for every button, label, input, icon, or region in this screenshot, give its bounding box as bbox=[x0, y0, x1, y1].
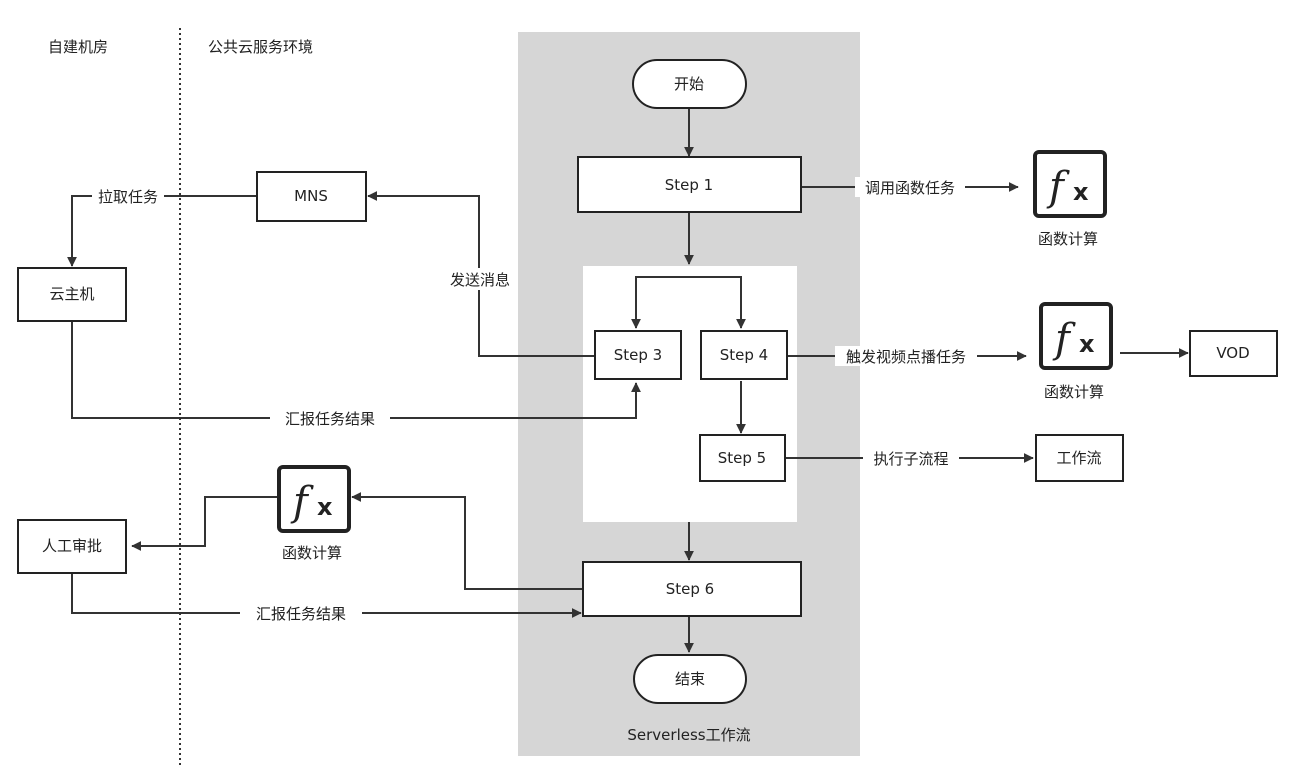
manual-approval-label: 人工审批 bbox=[42, 537, 102, 555]
function-compute-icon bbox=[1033, 150, 1107, 218]
end-label: 结束 bbox=[675, 670, 705, 688]
step1-label: Step 1 bbox=[665, 176, 713, 194]
step6-label: Step 6 bbox=[666, 580, 714, 598]
function-compute-icon bbox=[1039, 302, 1113, 370]
cloud-zone-title: 公共云服务环境 bbox=[208, 38, 313, 56]
label-send-message: 发送消息 bbox=[450, 271, 510, 289]
step6-node: Step 6 bbox=[582, 561, 802, 617]
fc-label-3: 函数计算 bbox=[282, 544, 342, 562]
edge-fork-step4 bbox=[689, 276, 746, 329]
edge-fork-step3 bbox=[631, 276, 689, 329]
edge-fc-approval bbox=[131, 496, 278, 551]
step4-label: Step 4 bbox=[720, 346, 768, 364]
step5-label: Step 5 bbox=[718, 449, 766, 467]
left-zone-title: 自建机房 bbox=[48, 38, 108, 56]
vod-label: VOD bbox=[1216, 344, 1249, 362]
step1-node: Step 1 bbox=[577, 156, 802, 213]
workflow-node: 工作流 bbox=[1035, 434, 1124, 482]
cloud-host-node: 云主机 bbox=[17, 267, 127, 322]
label-pull-task: 拉取任务 bbox=[98, 188, 158, 206]
step3-node: Step 3 bbox=[594, 330, 682, 380]
vod-node: VOD bbox=[1189, 330, 1278, 377]
label-report-result-1: 汇报任务结果 bbox=[285, 410, 375, 428]
start-node: 开始 bbox=[632, 59, 747, 109]
mns-label: MNS bbox=[294, 187, 328, 205]
end-node: 结束 bbox=[633, 654, 747, 704]
edge-step6-fc bbox=[351, 492, 583, 590]
edge-report-result-2 bbox=[71, 573, 582, 618]
workflow-label: 工作流 bbox=[1056, 449, 1101, 467]
step5-node: Step 5 bbox=[699, 434, 786, 482]
fc-label-2: 函数计算 bbox=[1044, 383, 1104, 401]
label-invoke-function: 调用函数任务 bbox=[865, 179, 955, 197]
fc-label-1: 函数计算 bbox=[1038, 230, 1098, 248]
start-label: 开始 bbox=[674, 75, 704, 93]
label-run-subflow: 执行子流程 bbox=[873, 450, 948, 468]
mns-node: MNS bbox=[256, 171, 367, 222]
step3-label: Step 3 bbox=[614, 346, 662, 364]
edge-pull-task bbox=[67, 195, 257, 267]
manual-approval-node: 人工审批 bbox=[17, 519, 127, 574]
label-report-result-2: 汇报任务结果 bbox=[256, 605, 346, 623]
cloud-host-label: 云主机 bbox=[49, 285, 94, 303]
function-compute-icon bbox=[277, 465, 351, 533]
parallel-region bbox=[583, 266, 797, 522]
workflow-title: Serverless工作流 bbox=[627, 726, 750, 744]
label-trigger-vod: 触发视频点播任务 bbox=[846, 348, 966, 366]
step4-node: Step 4 bbox=[700, 330, 788, 380]
